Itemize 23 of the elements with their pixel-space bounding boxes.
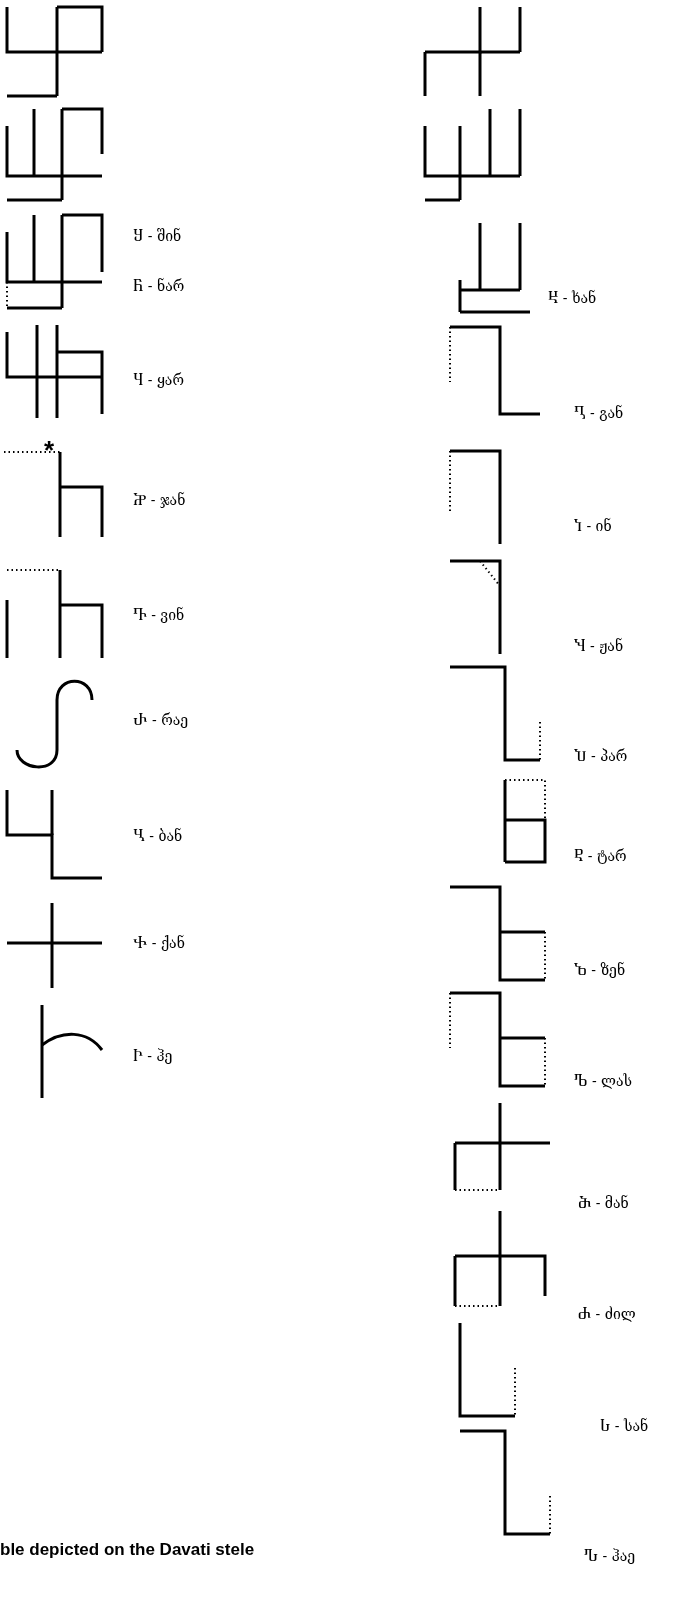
letter-label: Ⴎ - პარ: [574, 748, 628, 764]
letter-label: Ⴈ - ინ: [574, 518, 612, 534]
letter-label: Ⴟ - ჯან: [133, 492, 186, 508]
letter-label: Ⴠ - ჰაე: [584, 1548, 636, 1564]
letter-label: Ⴅ - ვინ: [133, 607, 185, 623]
letter-label: Ⴆ - ზენ: [574, 962, 626, 978]
letter-label: Ⴒ - ტარ: [574, 848, 627, 864]
letter-label: Ⴊ - ლას: [574, 1073, 633, 1089]
letter-label: Ⴕ - ქან: [133, 935, 185, 951]
letter-label: Ⴐ - რაე: [133, 712, 189, 728]
letter-label: Ⴞ - ხან: [548, 290, 597, 306]
caption: ble depicted on the Davati stele: [0, 1540, 255, 1560]
letter-label: Ⴋ - მან: [578, 1195, 629, 1211]
letter-label: Ⴛ - ძილ: [578, 1306, 636, 1322]
footnote-mark: *: [44, 435, 55, 466]
letter-label: Ⴏ - ჟან: [574, 638, 624, 654]
letter-label: Ⴗ - ყარ: [133, 372, 184, 388]
letter-label: Ⴂ - გან: [574, 405, 624, 421]
letter-label: Ⴁ - ბან: [133, 828, 183, 844]
letter-label: Ⴘ - შინ: [133, 228, 182, 244]
letter-label: Ⴡ - ჰე: [133, 1048, 173, 1064]
letter-label: Ⴑ - სან: [600, 1418, 649, 1434]
letter-label: Ⴌ - ნარ: [133, 278, 185, 294]
